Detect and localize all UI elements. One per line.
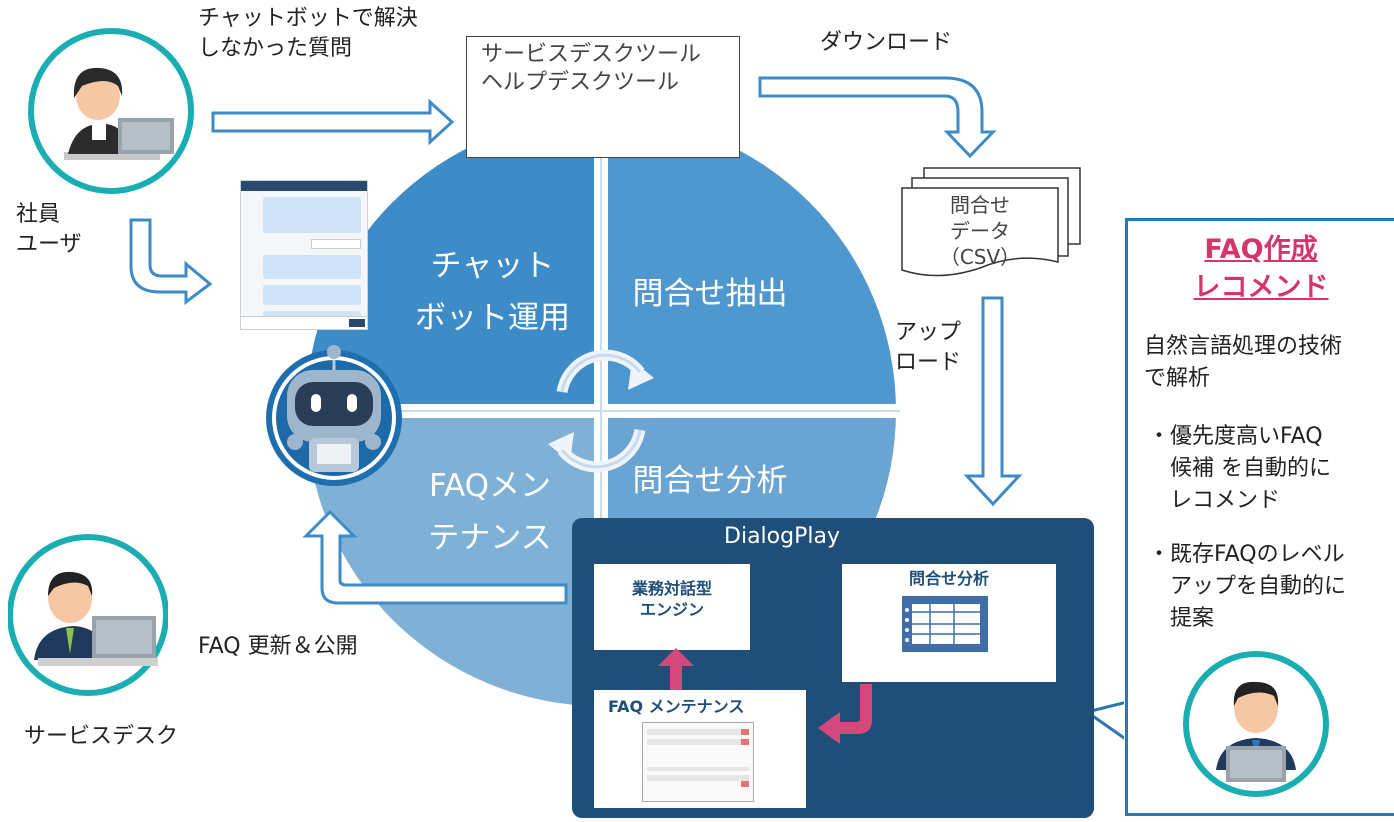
recommend-bullet-1: ・優先度高いFAQ 候補 を自動的に レコメンド — [1148, 424, 1331, 513]
quadrant-faq-label: FAQメンテナンス — [428, 468, 552, 556]
faq-update-publish-label: FAQ 更新＆公開 — [198, 634, 358, 659]
employee-avatar-icon — [28, 28, 194, 194]
spreadsheet-icon — [902, 596, 988, 652]
csv-document-icon — [901, 167, 1081, 277]
quadrant-extract-label: 問合せ抽出 — [632, 276, 788, 312]
recommend-avatar-icon — [1183, 651, 1329, 797]
faq-form-mockup — [642, 722, 754, 802]
quadrant-analysis-label: 問合せ分析 — [632, 463, 788, 499]
service-desk-tool-box: サービスデスクツールヘルプデスクツール — [466, 36, 740, 158]
download-label: ダウンロード — [820, 30, 953, 55]
arrow-faq-update-icon — [302, 509, 568, 605]
recommend-bullet-2: ・既存FAQのレベル アップを自動的に 提案 — [1148, 542, 1347, 631]
faq-maintenance-panel: FAQ メンテナンス — [594, 690, 806, 808]
service-desk-label: サービスデスク — [24, 724, 179, 749]
arrow-upload-icon — [963, 296, 1023, 507]
arrow-return-pink-icon — [818, 684, 872, 744]
arrow-up-pink-icon — [658, 648, 694, 690]
robot-icon — [266, 345, 402, 486]
quadrant-chatbot-label: チャットボット運用 — [415, 248, 570, 336]
chatbot-window — [240, 180, 368, 330]
recommend-intro: 自然言語処理の技術で解析 — [1144, 334, 1343, 391]
upload-label: アップロード — [895, 320, 962, 375]
dialogplay-title: DialogPlay — [724, 524, 840, 549]
pink-arrows — [658, 648, 872, 744]
analysis-panel: 問合せ分析 — [842, 564, 1056, 682]
dialogplay-panel: DialogPlay 業務対話型エンジン 問合せ分析 FAQ メンテナンス — [572, 518, 1094, 818]
arrow-download-icon — [758, 76, 997, 159]
arrow-user-to-chatbot-icon — [129, 218, 213, 305]
recommend-title: FAQ作成レコメンド — [1193, 234, 1329, 303]
chatbot-unsolved-label: チャットボットで解決しなかった質問 — [198, 6, 418, 61]
service-desk-avatar-icon — [8, 534, 168, 696]
csv-document-label: 問合せデータ（CSV） — [939, 193, 1021, 269]
arrow-user-to-tool-icon — [211, 98, 455, 146]
engine-panel: 業務対話型エンジン — [594, 564, 750, 650]
employee-user-label: 社員ユーザ — [16, 202, 82, 257]
